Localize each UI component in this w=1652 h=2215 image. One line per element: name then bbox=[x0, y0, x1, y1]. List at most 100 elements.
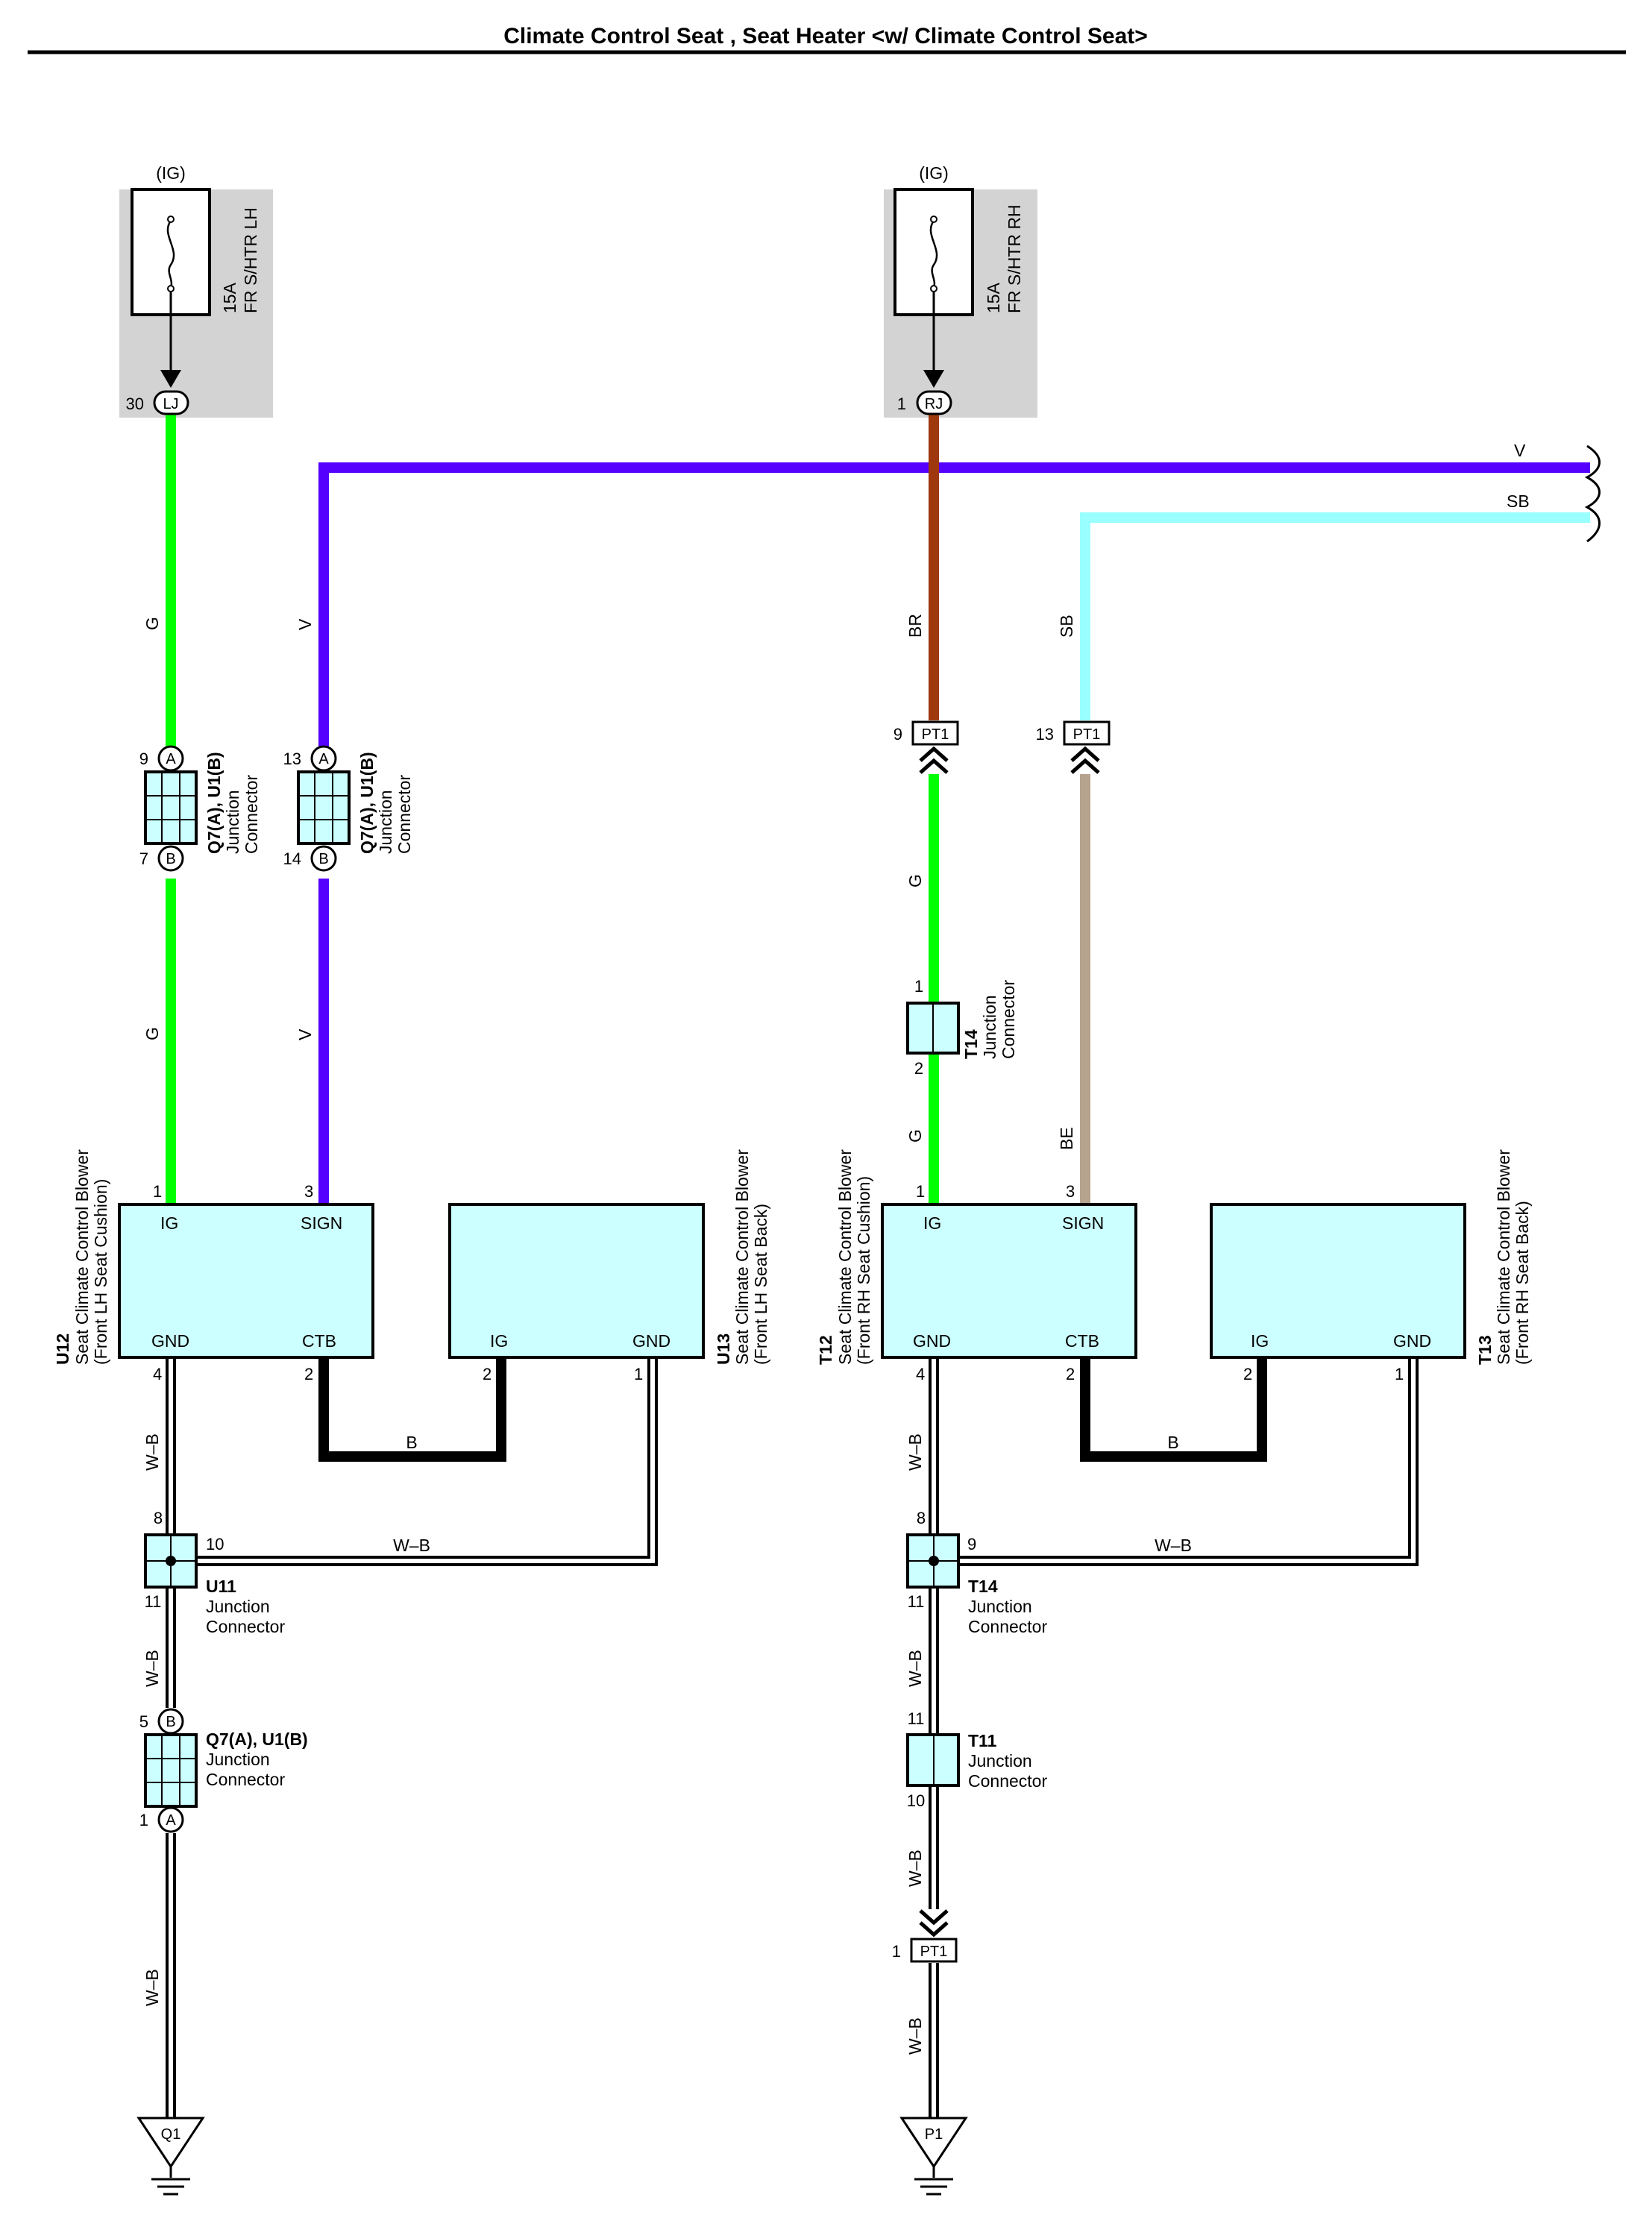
svg-text:Junction: Junction bbox=[223, 790, 242, 854]
fuse-name: FR S/HTR LH bbox=[241, 207, 260, 313]
svg-text:U13: U13 bbox=[714, 1333, 733, 1365]
svg-text:2: 2 bbox=[914, 1059, 923, 1078]
wire-label-wb: W–B bbox=[905, 1850, 925, 1887]
terminal-rj: RJ 1 bbox=[897, 390, 952, 415]
ground-q1: Q1 bbox=[136, 2117, 205, 2196]
svg-text:Connector: Connector bbox=[206, 1617, 285, 1636]
svg-text:1: 1 bbox=[153, 1182, 162, 1201]
svg-text:Seat Climate Control Blower: Seat Climate Control Blower bbox=[1494, 1149, 1513, 1365]
svg-text:13: 13 bbox=[283, 750, 301, 768]
wire-label-v: V bbox=[295, 618, 315, 630]
svg-text:Seat Climate Control Blower: Seat Climate Control Blower bbox=[72, 1149, 92, 1365]
junction-t14-lower: 8 11 9 T14 Junction Connector bbox=[906, 1509, 1047, 1636]
svg-text:SIGN: SIGN bbox=[301, 1213, 342, 1233]
svg-text:Connector: Connector bbox=[206, 1770, 285, 1789]
svg-text:IG: IG bbox=[923, 1213, 941, 1233]
svg-text:A: A bbox=[318, 751, 329, 767]
wire-label-wb: W–B bbox=[905, 1433, 925, 1471]
svg-text:(Front RH Seat Cushion): (Front RH Seat Cushion) bbox=[854, 1176, 873, 1365]
svg-text:2: 2 bbox=[1243, 1365, 1252, 1383]
svg-text:SIGN: SIGN bbox=[1062, 1213, 1104, 1233]
wire-label-wb: W–B bbox=[142, 1650, 162, 1687]
svg-text:1: 1 bbox=[1395, 1365, 1404, 1383]
svg-text:Connector: Connector bbox=[999, 980, 1018, 1059]
svg-text:13: 13 bbox=[1036, 725, 1054, 744]
svg-text:U11: U11 bbox=[206, 1577, 236, 1596]
svg-text:14: 14 bbox=[283, 849, 301, 868]
svg-text:7: 7 bbox=[139, 849, 148, 868]
svg-text:PT1: PT1 bbox=[920, 1944, 948, 1960]
wire-label-b: B bbox=[406, 1433, 417, 1452]
svg-text:(Front LH Seat Cushion): (Front LH Seat Cushion) bbox=[91, 1179, 110, 1365]
fuse-name: FR S/HTR RH bbox=[1005, 204, 1024, 313]
svg-text:GND: GND bbox=[913, 1331, 951, 1351]
svg-text:5: 5 bbox=[139, 1712, 148, 1731]
svg-text:PT1: PT1 bbox=[1073, 726, 1101, 743]
svg-text:A: A bbox=[166, 751, 176, 767]
ground-p1: P1 bbox=[899, 2117, 968, 2196]
fuse-element-icon bbox=[929, 220, 938, 288]
svg-text:Seat Climate Control Blower: Seat Climate Control Blower bbox=[732, 1149, 752, 1365]
svg-text:Seat Climate Control Blower: Seat Climate Control Blower bbox=[835, 1149, 855, 1365]
component-t13: IG GND 2 1 T13 Seat Climate Control Blow… bbox=[1210, 1149, 1532, 1383]
break-mark-icon bbox=[1584, 444, 1601, 543]
svg-text:8: 8 bbox=[154, 1509, 163, 1527]
wire-wb-rh bbox=[929, 1357, 1419, 2118]
svg-text:P1: P1 bbox=[925, 2126, 943, 2143]
svg-text:3: 3 bbox=[304, 1182, 313, 1201]
svg-text:Connector: Connector bbox=[968, 1617, 1047, 1636]
svg-text:4: 4 bbox=[916, 1365, 925, 1383]
connector-chevron-icon bbox=[919, 1909, 949, 1938]
svg-text:3: 3 bbox=[1066, 1182, 1075, 1201]
connector-pt1-ground: PT1 1 bbox=[892, 1909, 958, 1963]
svg-text:A: A bbox=[166, 1812, 176, 1829]
svg-text:10: 10 bbox=[907, 1791, 925, 1810]
svg-text:1: 1 bbox=[892, 1942, 901, 1961]
svg-text:IG: IG bbox=[490, 1331, 508, 1351]
wire-label-g: G bbox=[905, 1129, 925, 1143]
component-t12: IG SIGN GND CTB 1 3 4 2 T12 Seat Climate… bbox=[816, 1149, 1137, 1383]
junction-q7-lh: A 9 B 7 Q7(A), U1(B) Junction Connector bbox=[139, 745, 261, 872]
junction-u11: 8 11 10 U11 Junction Connector bbox=[144, 1509, 285, 1636]
svg-text:Junction: Junction bbox=[376, 790, 395, 854]
wire-sky-blue bbox=[1080, 512, 1590, 720]
svg-text:9: 9 bbox=[893, 725, 902, 744]
wire-label-b: B bbox=[1167, 1433, 1178, 1452]
wire-label-br: BR bbox=[905, 614, 925, 638]
svg-text:8: 8 bbox=[917, 1509, 926, 1527]
fuse-rh: (IG) 15A FR S/HTR RH bbox=[884, 163, 1037, 418]
svg-text:B: B bbox=[166, 851, 175, 867]
svg-text:LJ: LJ bbox=[163, 396, 178, 412]
svg-text:2: 2 bbox=[304, 1365, 313, 1383]
svg-text:Junction: Junction bbox=[968, 1751, 1032, 1771]
wire-label-be: BE bbox=[1057, 1127, 1076, 1150]
svg-text:Junction: Junction bbox=[980, 995, 999, 1059]
fuse-lh: (IG) 15A FR S/HTR LH bbox=[119, 163, 273, 418]
svg-text:(Front LH Seat Back): (Front LH Seat Back) bbox=[751, 1204, 770, 1365]
svg-text:Connector: Connector bbox=[242, 775, 261, 854]
svg-text:Connector: Connector bbox=[395, 775, 414, 854]
splice-dot bbox=[929, 1556, 939, 1566]
svg-text:PT1: PT1 bbox=[922, 726, 949, 743]
wire-black-rh bbox=[1080, 1357, 1267, 1462]
svg-text:10: 10 bbox=[206, 1535, 224, 1553]
wire-label-wb: W–B bbox=[142, 1969, 162, 2006]
svg-text:2: 2 bbox=[483, 1365, 491, 1383]
svg-text:30: 30 bbox=[126, 395, 144, 413]
junction-t11: 11 10 T11 Junction Connector bbox=[906, 1709, 1047, 1810]
connector-chevron-icon bbox=[1070, 746, 1100, 774]
svg-text:Q7(A), U1(B): Q7(A), U1(B) bbox=[204, 752, 224, 854]
fuse-rating: 15A bbox=[220, 282, 239, 313]
svg-text:CTB: CTB bbox=[1065, 1331, 1099, 1351]
fuse-rating: 15A bbox=[984, 282, 1003, 313]
component-u12: IG SIGN GND CTB 1 3 4 2 U12 Seat Climate… bbox=[53, 1149, 374, 1383]
svg-text:GND: GND bbox=[1393, 1331, 1431, 1351]
connector-chevron-icon bbox=[919, 746, 949, 774]
svg-text:IG: IG bbox=[1251, 1331, 1269, 1351]
svg-text:1: 1 bbox=[914, 977, 923, 996]
wire-label-v: V bbox=[1514, 441, 1526, 460]
wire-black-lh bbox=[318, 1357, 506, 1462]
wire-label-sb: SB bbox=[1057, 615, 1076, 638]
svg-text:(Front RH Seat Back): (Front RH Seat Back) bbox=[1513, 1201, 1532, 1365]
